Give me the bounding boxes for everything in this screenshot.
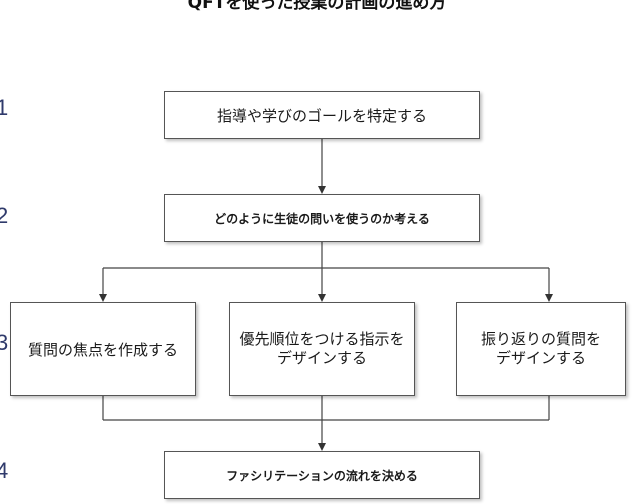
- step-number-4: 4: [0, 458, 9, 483]
- step-number-1: 1: [0, 95, 9, 120]
- box-goal: 指導や学びのゴールを特定する: [164, 91, 480, 139]
- step-number-2: 2: [0, 203, 9, 228]
- diagram-title: QFTを使った授業の計画の進め方: [187, 0, 447, 13]
- box-priority-label: 優先順位をつける指示を デザインする: [239, 330, 405, 367]
- box-usage-label: どのように生徒の問いを使うのか考える: [214, 211, 430, 226]
- box-focus-label: 質問の焦点を作成する: [27, 340, 178, 359]
- box-reflection: 振り返りの質問を デザインする: [456, 302, 626, 396]
- box-priority: 優先順位をつける指示を デザインする: [229, 302, 415, 396]
- step-number-3: 3: [0, 330, 9, 355]
- box-facilitation: ファシリテーションの流れを決める: [164, 451, 480, 499]
- box-focus: 質問の焦点を作成する: [10, 302, 196, 396]
- box-reflection-label: 振り返りの質問を デザインする: [480, 330, 601, 367]
- box-usage: どのように生徒の問いを使うのか考える: [164, 194, 480, 242]
- box-facilitation-label: ファシリテーションの流れを決める: [226, 468, 418, 483]
- box-goal-label: 指導や学びのゴールを特定する: [216, 106, 427, 125]
